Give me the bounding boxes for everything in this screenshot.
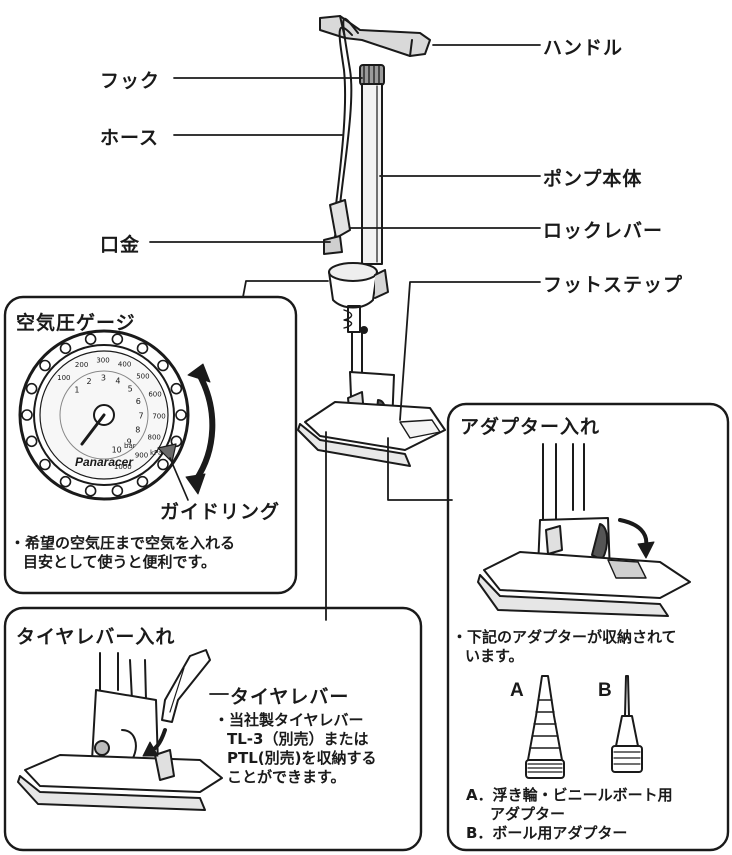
dial-tick-kpa: 900 bbox=[135, 452, 148, 460]
pump-hook-ring bbox=[359, 64, 385, 86]
gauge-note-line-1: ・希望の空気圧まで空気を入れる bbox=[10, 534, 236, 552]
dial-tick-kpa: 1000 bbox=[114, 463, 132, 471]
dial-tick-bar: 4 bbox=[115, 376, 120, 385]
pump-base bbox=[297, 401, 446, 467]
bezel-tooth bbox=[25, 435, 38, 448]
adapter-note-line-1: ・下記のアダプターが収納されて bbox=[452, 628, 677, 646]
adapter-label-a: A bbox=[510, 680, 524, 701]
tire-lever-panel-title: タイヤレバー入れ bbox=[16, 626, 176, 648]
dial-tick-bar: 5 bbox=[128, 385, 133, 394]
gauge-panel-note: ・希望の空気圧まで空気を入れる 目安として使うと便利です。 bbox=[10, 534, 235, 572]
leader-lines bbox=[149, 44, 541, 621]
bezel-tooth bbox=[170, 435, 183, 448]
gauge-unit-kpa: kPa bbox=[150, 449, 162, 457]
adapter-legend-b: B．ボール用アダプター bbox=[466, 824, 628, 842]
label-hose: ホース bbox=[100, 127, 160, 149]
dial-tick-bar: 9 bbox=[127, 438, 132, 447]
adapter-storage-base bbox=[477, 443, 691, 617]
label-lock-lever: ロックレバー bbox=[543, 220, 664, 242]
tire-lever-note: ・当社製タイヤレバー TL-3（別売）または PTL(別売)を収納する ことがで… bbox=[214, 711, 377, 787]
tire-lever-item bbox=[161, 649, 211, 723]
tire-lever-note-line-3: PTL(別売)を収納する bbox=[227, 749, 377, 767]
adapter-a-drawing bbox=[525, 675, 565, 779]
dial-tick-kpa: 800 bbox=[148, 434, 161, 442]
bezel-tooth bbox=[157, 458, 169, 471]
adapter-legend-a-line-1: A．浮き輪・ビニールボート用 bbox=[466, 786, 673, 804]
bezel-tooth bbox=[59, 342, 72, 355]
adapter-b-drawing bbox=[611, 675, 643, 773]
bezel-tooth bbox=[84, 485, 97, 497]
bezel-tooth bbox=[111, 485, 124, 497]
gauge-panel-frame bbox=[3, 295, 298, 595]
adapter-note-line-2: います。 bbox=[465, 647, 524, 665]
label-foot-step: フットステップ bbox=[543, 274, 684, 296]
label-guide-ring: ガイドリング bbox=[160, 501, 281, 523]
label-pump-body: ポンプ本体 bbox=[543, 168, 643, 190]
dial-tick-bar: 6 bbox=[136, 397, 141, 406]
gauge-unit-bar: bar bbox=[124, 442, 136, 450]
dial-tick-kpa: 600 bbox=[148, 391, 161, 399]
guide-ring-arrow-head-top bbox=[187, 363, 211, 383]
bezel-tooth bbox=[175, 409, 187, 421]
adapter-label-b: B bbox=[598, 680, 612, 701]
tire-lever-note-line-4: ことができます。 bbox=[227, 768, 346, 786]
adapter-storage-arrow bbox=[618, 518, 649, 548]
bezel-tooth bbox=[25, 382, 38, 395]
dial-tick-bar: 10 bbox=[112, 445, 122, 454]
gauge-brand-text: Panaracer bbox=[75, 455, 134, 469]
bezel-tooth bbox=[111, 333, 124, 345]
pump-handle bbox=[319, 15, 431, 57]
bezel-tooth bbox=[170, 382, 183, 395]
dial-tick-bar: 2 bbox=[86, 377, 91, 386]
dial-tick-kpa: 100 bbox=[57, 374, 70, 382]
dial-tick-kpa: 500 bbox=[136, 372, 149, 380]
dial-tick-kpa: 300 bbox=[96, 356, 109, 364]
adapter-panel-title: アダプター入れ bbox=[460, 416, 601, 438]
gauge-dial bbox=[18, 329, 190, 501]
dial-tick-bar: 8 bbox=[135, 426, 140, 435]
label-tire-lever: タイヤレバー bbox=[230, 686, 350, 708]
pump-barrel bbox=[361, 83, 383, 265]
bezel-tooth bbox=[59, 475, 72, 488]
gauge-note-line-2: 目安として使うと便利です。 bbox=[23, 553, 217, 571]
tire-lever-note-line-1: ・当社製タイヤレバー bbox=[214, 711, 364, 729]
pump-lock-lever bbox=[323, 199, 351, 255]
pump-gauge-housing bbox=[328, 262, 389, 334]
bezel-tooth bbox=[39, 359, 51, 372]
bezel-tooth bbox=[39, 458, 51, 471]
tire-lever-note-line-2: TL-3（別売）または bbox=[227, 730, 369, 748]
gauge-panel-title: 空気圧ゲージ bbox=[16, 312, 136, 334]
adapter-note: ・下記のアダプターが収納されて います。 bbox=[452, 628, 677, 666]
dial-tick-kpa: 200 bbox=[75, 361, 88, 369]
label-nozzle: 口金 bbox=[100, 234, 141, 256]
dial-tick-bar: 1 bbox=[74, 385, 79, 394]
bezel-tooth bbox=[84, 333, 97, 345]
bezel-tooth bbox=[21, 409, 33, 421]
guide-ring-arrow-head-bottom bbox=[185, 473, 206, 495]
adapter-legend-a-line-2: アダプター bbox=[490, 805, 566, 823]
bezel-tooth bbox=[136, 475, 149, 488]
tire-lever-pump-base bbox=[17, 652, 223, 811]
adapter-panel-frame bbox=[446, 402, 730, 852]
dial-tick-kpa: 400 bbox=[118, 360, 131, 368]
label-handle: ハンドル bbox=[543, 37, 624, 59]
bezel-tooth bbox=[157, 359, 169, 372]
dial-tick-kpa: 700 bbox=[152, 412, 165, 420]
dial-tick-bar: 3 bbox=[101, 374, 106, 383]
label-hook: フック bbox=[100, 70, 161, 92]
bezel-tooth bbox=[136, 342, 149, 355]
adapter-legend: A．浮き輪・ビニールボート用 アダプター B．ボール用アダプター bbox=[466, 786, 673, 843]
tire-lever-panel-frame bbox=[3, 606, 423, 852]
dial-tick-bar: 7 bbox=[138, 411, 143, 420]
guide-ring-arrow bbox=[193, 373, 216, 483]
